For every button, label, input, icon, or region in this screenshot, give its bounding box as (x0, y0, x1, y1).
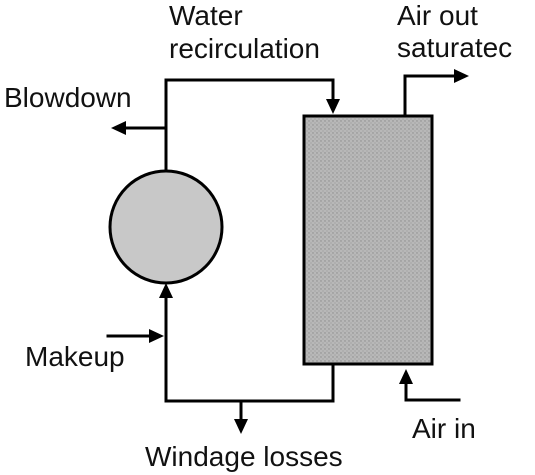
cooling-tower (302, 114, 434, 366)
windage-losses-arrowhead (234, 419, 248, 434)
air-out-line (403, 74, 459, 118)
air-out-label-line1: Air out (397, 0, 478, 31)
water-recirculation-line (164, 78, 335, 173)
windage-losses-label: Windage losses (145, 441, 343, 472)
air-in-label: Air in (412, 413, 476, 444)
air-out-arrowhead (454, 69, 469, 83)
tower-return-line (164, 294, 335, 403)
makeup-arrowhead (149, 329, 164, 343)
return-to-basin-arrowhead (159, 283, 173, 298)
water-label-line1: Water (169, 0, 243, 31)
water-label-line2: recirculation (169, 33, 320, 64)
air-in-arrowhead (399, 369, 413, 384)
collection-basin (108, 169, 224, 285)
air-in-line (404, 380, 461, 402)
makeup-label: Makeup (25, 341, 125, 372)
water-recirculation-arrowhead (326, 99, 340, 114)
blowdown-label: Blowdown (4, 82, 132, 113)
air-out-label-line2: saturatec (397, 32, 512, 63)
blowdown-arrowhead (111, 121, 126, 135)
